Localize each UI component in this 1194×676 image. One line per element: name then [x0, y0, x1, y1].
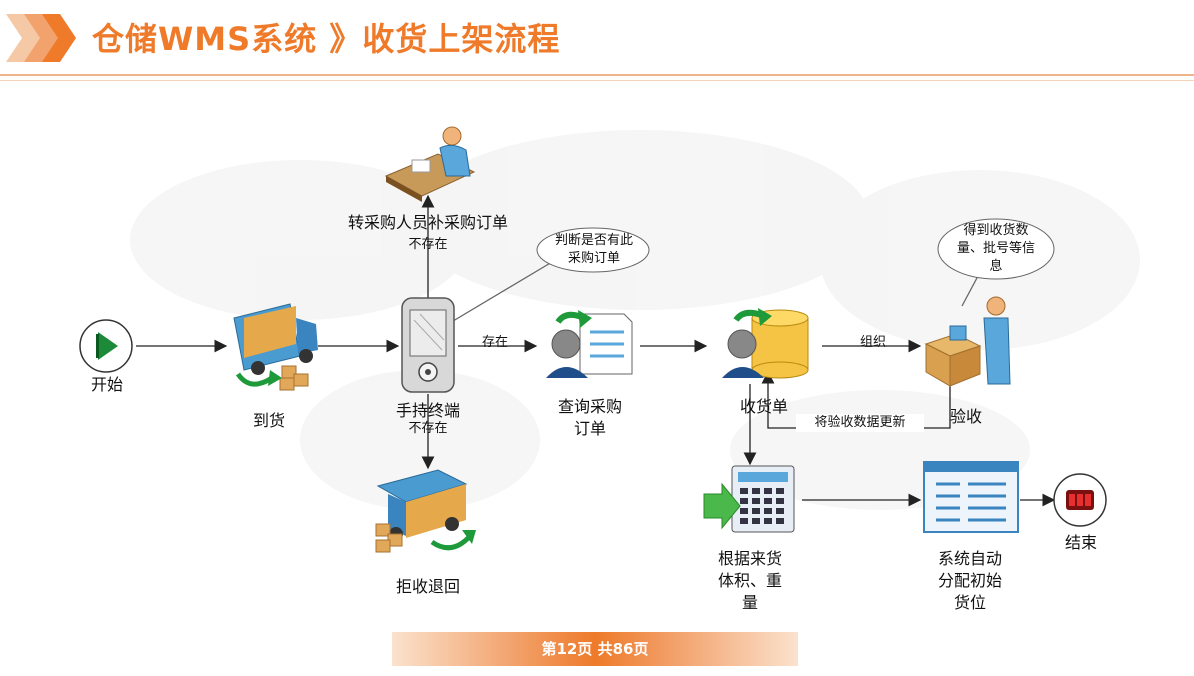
slide-header: 仓储WMS系统 》收货上架流程 — [0, 0, 1194, 81]
inspection-worker-icon — [924, 296, 1011, 387]
callout-get-info-text: 得到收货数 量、批号等信 息 — [956, 223, 1035, 274]
query-po-icon — [546, 310, 633, 378]
callout-pointer-check-po — [437, 261, 553, 331]
auto-assign-label: 系统自动 分配初始 货位 — [937, 549, 1002, 612]
end-node — [1053, 473, 1107, 527]
volume-label: 根据来货 体积、重 量 — [717, 549, 782, 612]
purchaser-condition-label: 不存在 — [408, 237, 448, 252]
header-divider-thin — [0, 80, 1194, 81]
start-node — [79, 319, 133, 373]
end-label: 结束 — [1064, 533, 1097, 552]
truck-arrival-icon — [233, 303, 318, 391]
callout-pointer-get-info — [961, 275, 979, 307]
page-footer: 第12页 共86页 — [392, 632, 798, 666]
chevron-arrows-icon — [6, 14, 76, 62]
arrival-label: 到货 — [252, 411, 285, 430]
callout-check-po-bubble — [536, 227, 650, 273]
edge-update-label: 将验收数据更新 — [796, 414, 924, 432]
truck-reject-icon — [375, 469, 476, 553]
edge-exists-label: 存在 — [481, 335, 508, 350]
receipt-database-icon — [722, 308, 809, 379]
handheld-label: 手持终端 — [395, 401, 460, 420]
start-label: 开始 — [90, 375, 123, 394]
handheld-condition-label: 不存在 — [408, 421, 448, 436]
page-number: 第12页 共86页 — [541, 640, 649, 658]
slide-title: 仓储WMS系统 》收货上架流程 — [92, 20, 561, 58]
header-divider — [0, 74, 1194, 76]
handheld-terminal-icon — [401, 297, 455, 393]
calculator-icon — [703, 465, 795, 533]
world-map-background — [130, 130, 1140, 510]
callout-get-info-bubble — [937, 218, 1055, 280]
slot-assignment-table-icon — [923, 461, 1019, 533]
receipt-label: 收货单 — [739, 397, 788, 416]
edge-organize-label: 组织 — [859, 335, 886, 350]
callout-check-po-text: 判断是否有此 采购订单 — [554, 233, 633, 266]
reject-label: 拒收退回 — [395, 577, 460, 596]
purchaser-label: 转采购人员补采购订单 — [347, 213, 508, 232]
query-po-label: 查询采购 订单 — [557, 397, 622, 438]
purchaser-person-icon — [384, 126, 476, 202]
inspect-label: 验收 — [949, 407, 982, 426]
